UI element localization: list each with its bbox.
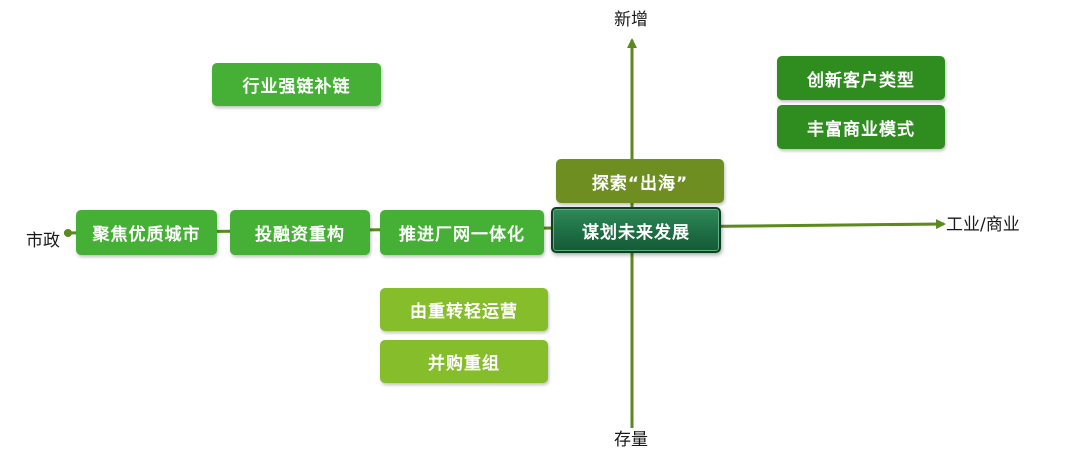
axis-label-left: 市政 — [26, 231, 60, 251]
box-plant-network: 推进厂网一体化 — [380, 210, 544, 255]
box-asset-light: 由重转轻运营 — [380, 288, 548, 331]
box-investment-restructure: 投融资重构 — [230, 210, 370, 255]
box-business-models: 丰富商业模式 — [777, 105, 945, 149]
box-customer-types: 创新客户类型 — [777, 56, 945, 100]
axis-label-right: 工业/商业 — [946, 215, 1020, 235]
box-industry-chain: 行业强链补链 — [212, 63, 381, 106]
box-quality-cities: 聚焦优质城市 — [76, 210, 217, 255]
box-overseas: 探索“出海” — [556, 159, 724, 203]
box-future-plan: 谋划未来发展 — [551, 207, 721, 253]
axis-label-bottom: 存量 — [614, 430, 648, 450]
horizontal-axis-start-dot — [64, 229, 72, 237]
box-mna: 并购重组 — [380, 340, 548, 383]
axis-label-top: 新增 — [614, 10, 648, 30]
